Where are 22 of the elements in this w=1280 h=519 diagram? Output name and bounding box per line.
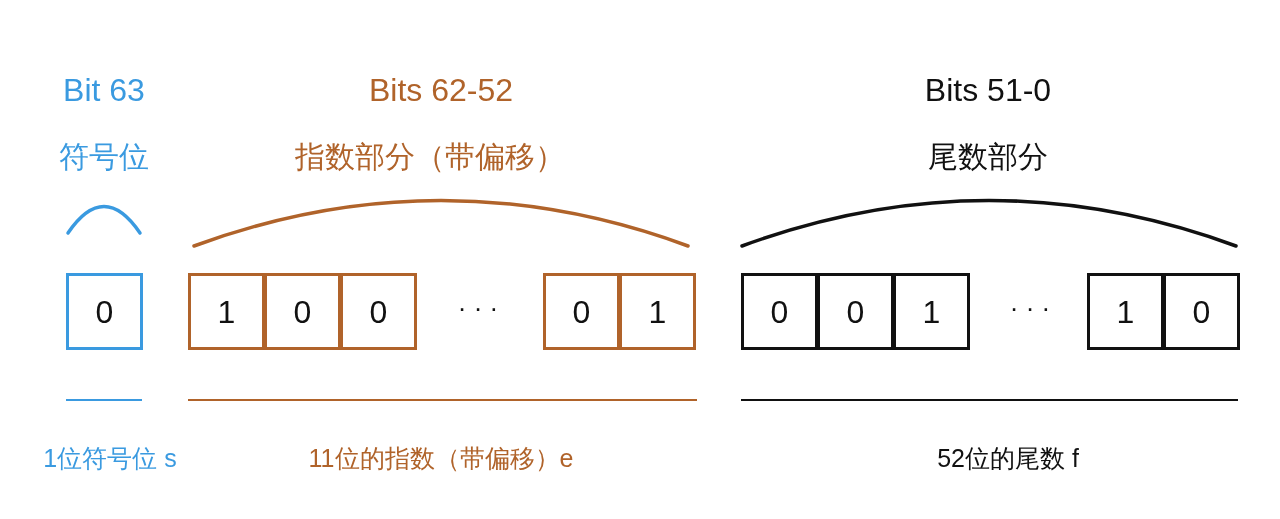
field-caption: 1位符号位 s	[43, 445, 177, 471]
bit-range-heading: Bits 62-52	[368, 74, 514, 106]
field-caption: 52位的尾数 f	[937, 445, 1079, 471]
ellipsis-dots: · · ·	[457, 295, 499, 321]
bit-cell: 0	[817, 273, 894, 350]
bit-cell: 0	[340, 273, 417, 350]
bit-cell: 0	[1163, 273, 1240, 350]
bit-range-heading: Bit 63	[63, 74, 145, 106]
bit-cell: 0	[543, 273, 620, 350]
bit-cell: 0	[741, 273, 818, 350]
field-heading: 尾数部分	[928, 142, 1048, 172]
bit-cell: 1	[1087, 273, 1164, 350]
bit-cell: 0	[264, 273, 341, 350]
bit-cell: 1	[188, 273, 265, 350]
ellipsis-dots: · · ·	[1009, 295, 1051, 321]
bit-range-heading: Bits 51-0	[924, 74, 1052, 106]
field-heading: 指数部分（带偏移）	[295, 142, 565, 172]
bit-cell: 0	[66, 273, 143, 350]
bit-cell: 1	[619, 273, 696, 350]
field-heading: 符号位	[59, 142, 149, 172]
field-caption: 11位的指数（带偏移）e	[308, 445, 574, 471]
bit-cell: 1	[893, 273, 970, 350]
